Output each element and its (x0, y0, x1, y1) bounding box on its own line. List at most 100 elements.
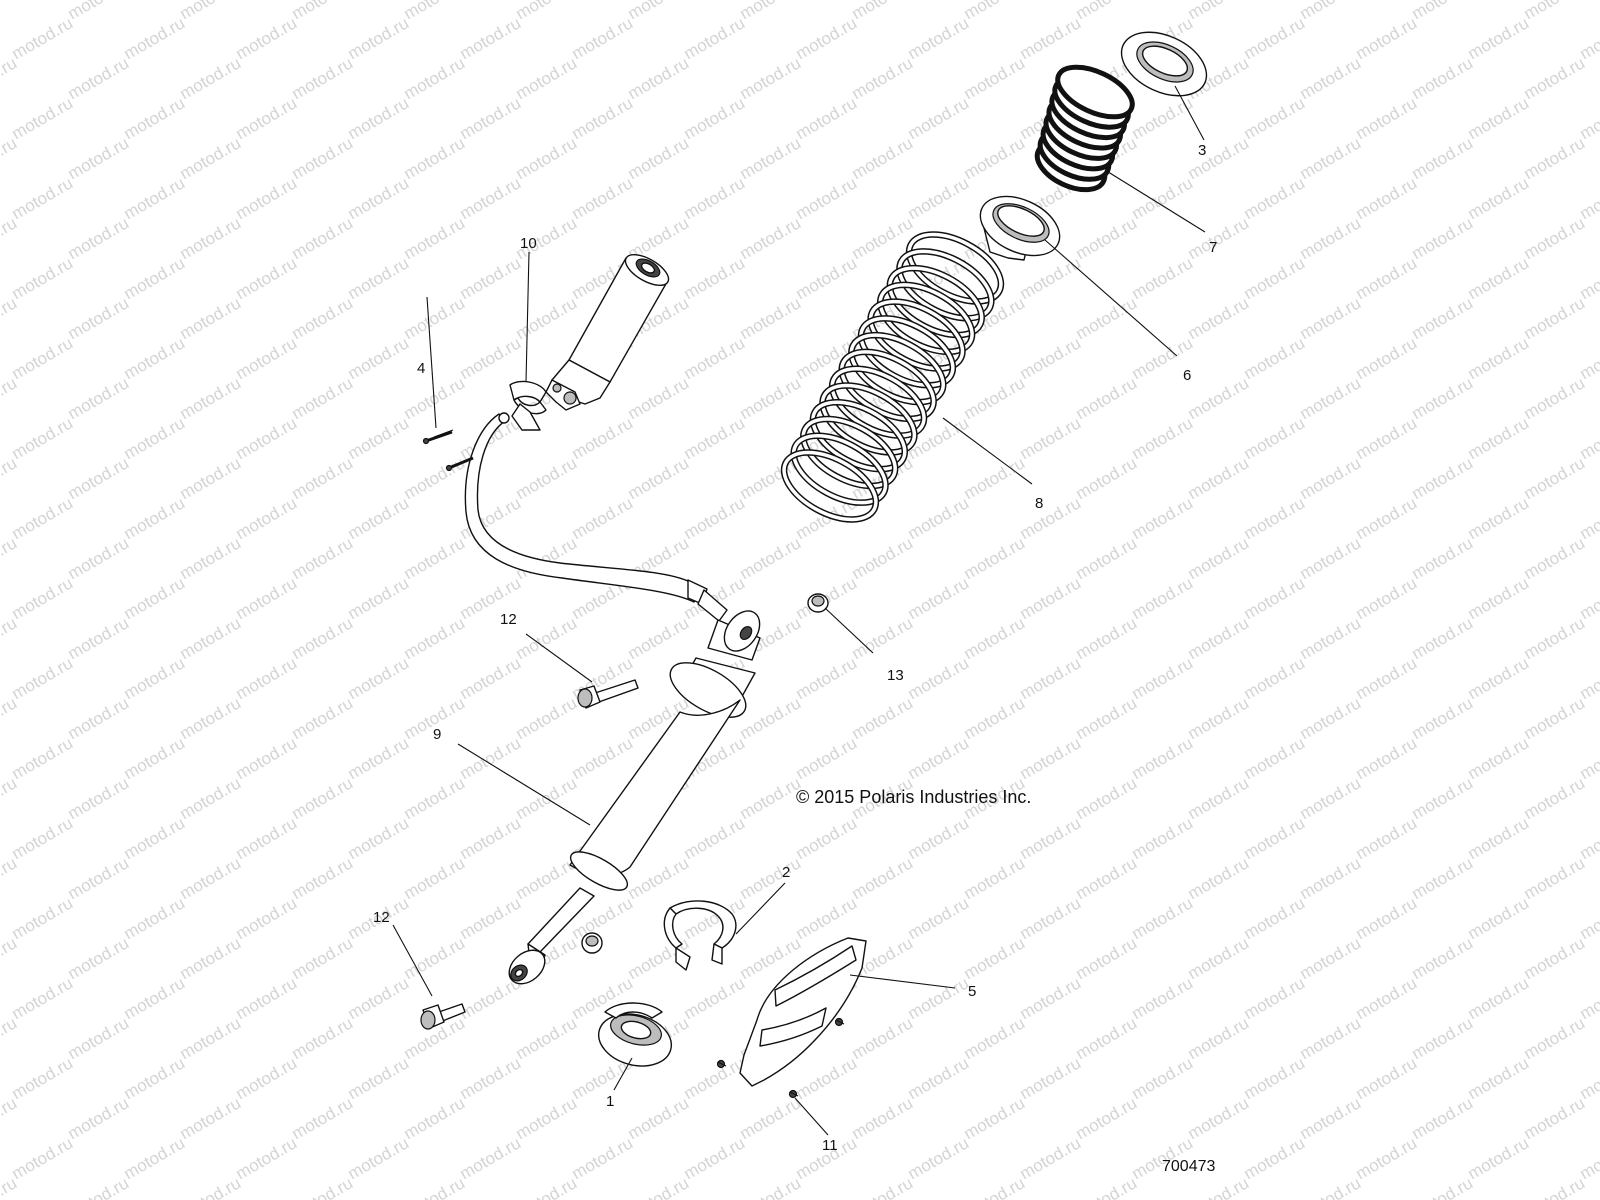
svg-text:motod.ru: motod.ru (401, 853, 469, 903)
svg-text:motod.ru: motod.ru (233, 333, 301, 383)
svg-text:motod.ru: motod.ru (345, 413, 413, 463)
svg-text:motod.ru: motod.ru (121, 813, 189, 863)
svg-text:motod.ru: motod.ru (849, 0, 917, 23)
leader-13 (824, 607, 874, 654)
svg-text:motod.ru: motod.ru (569, 93, 637, 143)
svg-text:motod.ru: motod.ru (65, 133, 133, 183)
svg-text:motod.ru: motod.ru (1521, 933, 1589, 983)
part-bumper-7 (1034, 64, 1135, 193)
svg-text:motod.ru: motod.ru (1185, 213, 1253, 263)
svg-text:motod.ru: motod.ru (961, 1013, 1029, 1063)
svg-text:motod.ru: motod.ru (289, 133, 357, 183)
svg-text:motod.ru: motod.ru (1073, 1173, 1141, 1200)
svg-text:motod.ru: motod.ru (849, 1173, 917, 1200)
svg-text:motod.ru: motod.ru (177, 373, 245, 423)
svg-text:motod.ru: motod.ru (1465, 253, 1533, 303)
svg-text:motod.ru: motod.ru (625, 453, 693, 503)
svg-text:motod.ru: motod.ru (65, 1173, 133, 1200)
svg-text:motod.ru: motod.ru (625, 53, 693, 103)
svg-text:motod.ru: motod.ru (289, 533, 357, 583)
svg-text:motod.ru: motod.ru (1353, 1053, 1421, 1103)
part-bushing-lower (581, 932, 603, 954)
svg-text:motod.ru: motod.ru (457, 733, 525, 783)
svg-text:motod.ru: motod.ru (233, 13, 301, 63)
svg-text:motod.ru: motod.ru (1353, 1133, 1421, 1183)
svg-text:motod.ru: motod.ru (905, 973, 973, 1023)
svg-text:motod.ru: motod.ru (9, 813, 77, 863)
svg-text:motod.ru: motod.ru (401, 293, 469, 343)
svg-text:motod.ru: motod.ru (569, 413, 637, 463)
svg-text:motod.ru: motod.ru (513, 1173, 581, 1200)
svg-text:motod.ru: motod.ru (9, 493, 77, 543)
svg-text:motod.ru: motod.ru (121, 493, 189, 543)
svg-text:motod.ru: motod.ru (457, 93, 525, 143)
svg-text:motod.ru: motod.ru (65, 853, 133, 903)
svg-text:motod.ru: motod.ru (289, 853, 357, 903)
svg-text:motod.ru: motod.ru (905, 1133, 973, 1183)
svg-text:motod.ru: motod.ru (345, 93, 413, 143)
svg-text:motod.ru: motod.ru (121, 333, 189, 383)
svg-text:motod.ru: motod.ru (1297, 373, 1365, 423)
svg-text:motod.ru: motod.ru (1353, 573, 1421, 623)
svg-text:motod.ru: motod.ru (1353, 493, 1421, 543)
svg-text:motod.ru: motod.ru (177, 1093, 245, 1143)
svg-text:motod.ru: motod.ru (513, 853, 581, 903)
svg-text:motod.ru: motod.ru (1409, 613, 1477, 663)
svg-text:motod.ru: motod.ru (1409, 853, 1477, 903)
svg-text:motod.ru: motod.ru (177, 533, 245, 583)
svg-text:motod.ru: motod.ru (1409, 773, 1477, 823)
svg-text:motod.ru: motod.ru (1409, 133, 1477, 183)
svg-text:motod.ru: motod.ru (177, 933, 245, 983)
svg-text:motod.ru: motod.ru (1297, 453, 1365, 503)
svg-text:motod.ru: motod.ru (457, 253, 525, 303)
part-guard-5 (716, 937, 867, 1099)
svg-text:motod.ru: motod.ru (1353, 813, 1421, 863)
svg-text:motod.ru: motod.ru (681, 173, 749, 223)
callout-4: 4 (417, 360, 425, 377)
svg-text:motod.ru: motod.ru (1073, 1013, 1141, 1063)
svg-text:motod.ru: motod.ru (9, 13, 77, 63)
svg-text:motod.ru: motod.ru (1129, 1053, 1197, 1103)
svg-text:motod.ru: motod.ru (401, 53, 469, 103)
svg-text:motod.ru: motod.ru (1465, 333, 1533, 383)
svg-text:motod.ru: motod.ru (1521, 853, 1589, 903)
leader-11 (794, 1097, 829, 1136)
callout-labels: 3 7 6 8 10 4 12 13 9 2 5 12 1 11 (373, 142, 1217, 1154)
svg-text:motod.ru: motod.ru (1185, 933, 1253, 983)
svg-text:motod.ru: motod.ru (345, 573, 413, 623)
svg-text:motod.ru: motod.ru (345, 253, 413, 303)
svg-text:motod.ru: motod.ru (737, 533, 805, 583)
svg-text:motod.ru: motod.ru (233, 173, 301, 223)
svg-text:motod.ru: motod.ru (401, 133, 469, 183)
svg-text:motod.ru: motod.ru (793, 93, 861, 143)
svg-text:motod.ru: motod.ru (1297, 0, 1365, 23)
svg-text:motod.ru: motod.ru (681, 93, 749, 143)
svg-text:motod.ru: motod.ru (961, 453, 1029, 503)
svg-text:motod.ru: motod.ru (121, 733, 189, 783)
svg-text:motod.ru: motod.ru (1017, 253, 1085, 303)
svg-text:motod.ru: motod.ru (1297, 1173, 1365, 1200)
svg-text:motod.ru: motod.ru (849, 133, 917, 183)
svg-text:motod.ru: motod.ru (1297, 1013, 1365, 1063)
svg-text:motod.ru: motod.ru (1521, 133, 1589, 183)
svg-text:motod.ru: motod.ru (1185, 373, 1253, 423)
svg-text:motod.ru: motod.ru (1073, 213, 1141, 263)
svg-text:motod.ru: motod.ru (1409, 293, 1477, 343)
svg-text:motod.ru: motod.ru (1241, 493, 1309, 543)
svg-text:motod.ru: motod.ru (233, 973, 301, 1023)
svg-text:motod.ru: motod.ru (401, 1093, 469, 1143)
svg-text:motod.ru: motod.ru (1297, 613, 1365, 663)
svg-text:motod.ru: motod.ru (1297, 1093, 1365, 1143)
svg-text:motod.ru: motod.ru (289, 773, 357, 823)
svg-text:motod.ru: motod.ru (9, 1133, 77, 1183)
svg-text:motod.ru: motod.ru (233, 413, 301, 463)
svg-text:motod.ru: motod.ru (457, 893, 525, 943)
svg-text:motod.ru: motod.ru (289, 53, 357, 103)
svg-text:motod.ru: motod.ru (1521, 1093, 1589, 1143)
svg-text:motod.ru: motod.ru (233, 813, 301, 863)
leader-9 (457, 743, 591, 826)
svg-text:motod.ru: motod.ru (289, 1093, 357, 1143)
svg-text:motod.ru: motod.ru (569, 13, 637, 63)
callout-8: 8 (1035, 495, 1043, 512)
svg-text:motod.ru: motod.ru (1129, 893, 1197, 943)
